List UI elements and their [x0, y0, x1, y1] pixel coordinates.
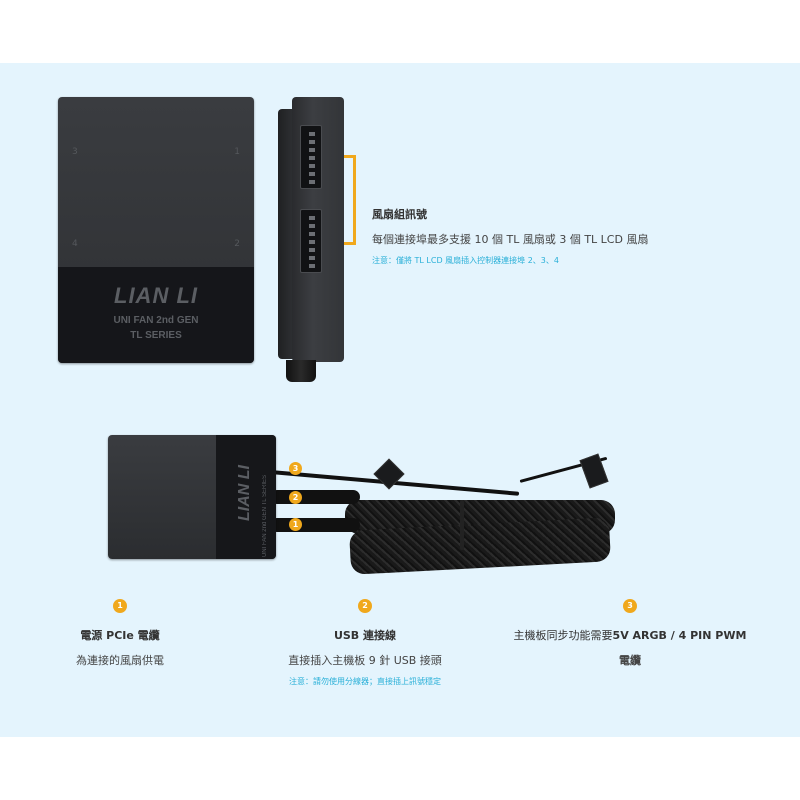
cable-stub [286, 360, 316, 382]
port-number-label: 3 [72, 147, 78, 157]
feature-title: 主機板同步功能需要5V ARGB / 4 PIN PWM [495, 627, 765, 643]
feature-title-main: 5V ARGB / 4 PIN PWM [612, 629, 747, 642]
controller-side-image [278, 97, 344, 362]
fan-signal-note: 注意：僅將 TL LCD 風扇插入控制器連接埠 2、3、4 [372, 256, 559, 265]
callout-badge-3: 3 [289, 462, 302, 475]
feature-title-suffix: 電纜 [619, 654, 641, 667]
controller-front-image: 3 1 4 2 LIAN LI UNI FAN 2nd GEN TL SERIE… [58, 97, 254, 363]
callout-badge-2: 2 [358, 599, 372, 613]
feature-pcie-power: 1 電源 PCIe 電纜 為連接的風扇供電 [20, 593, 220, 668]
fan-port-connector [300, 209, 322, 273]
callout-badge-1: 1 [289, 518, 302, 531]
port-number-label: 1 [234, 147, 240, 157]
feature-title: 電源 PCIe 電纜 [80, 629, 160, 642]
usb-cable [270, 490, 360, 504]
callout-badge-1: 1 [113, 599, 127, 613]
model-label: UNI FAN 2nd GEN TL SERIES [262, 475, 268, 558]
fan-signal-title: 風扇組訊號 [372, 208, 427, 221]
feature-usb-cable: 2 USB 連接線 直接插入主機板 9 針 USB 接頭 注意：請勿使用分線器；… [255, 593, 475, 687]
model-label: UNI FAN 2nd GEN [113, 315, 199, 326]
series-label: TL SERIES [130, 330, 182, 341]
port-bracket-indicator [344, 155, 356, 245]
feature-description: 為連接的風扇供電 [76, 654, 164, 667]
port-number-label: 4 [72, 239, 78, 249]
brand-logo: LIAN LI [114, 283, 198, 308]
fan-port-connector [300, 125, 322, 189]
controller-device: LIAN LI UNI FAN 2nd GEN TL SERIES [108, 435, 276, 559]
port-number-label: 2 [234, 239, 240, 249]
controller-label-strip [216, 435, 276, 559]
feature-title: USB 連接線 [333, 629, 397, 642]
callout-badge-2: 2 [289, 491, 302, 504]
controller-bevel [278, 109, 294, 359]
feature-description: 直接插入主機板 9 針 USB 接頭 [288, 654, 442, 667]
fan-signal-info: 風扇組訊號 每個連接埠最多支援 10 個 TL 風扇或 3 個 TL LCD 風… [372, 206, 648, 266]
cable-tie [460, 500, 464, 550]
brand-logo: LIAN LI [236, 465, 253, 521]
feature-title-prefix: 主機板同步功能需要 [513, 629, 613, 642]
feature-note: 注意：請勿使用分線器；直接插上訊號穩定 [289, 677, 441, 686]
callout-badge-3: 3 [623, 599, 637, 613]
controller-label-area [58, 267, 254, 363]
pcie-cable [270, 518, 360, 532]
feature-argb-pwm: 3 主機板同步功能需要5V ARGB / 4 PIN PWM 電纜 [495, 593, 765, 668]
fan-signal-description: 每個連接埠最多支援 10 個 TL 風扇或 3 個 TL LCD 風扇 [372, 233, 649, 246]
